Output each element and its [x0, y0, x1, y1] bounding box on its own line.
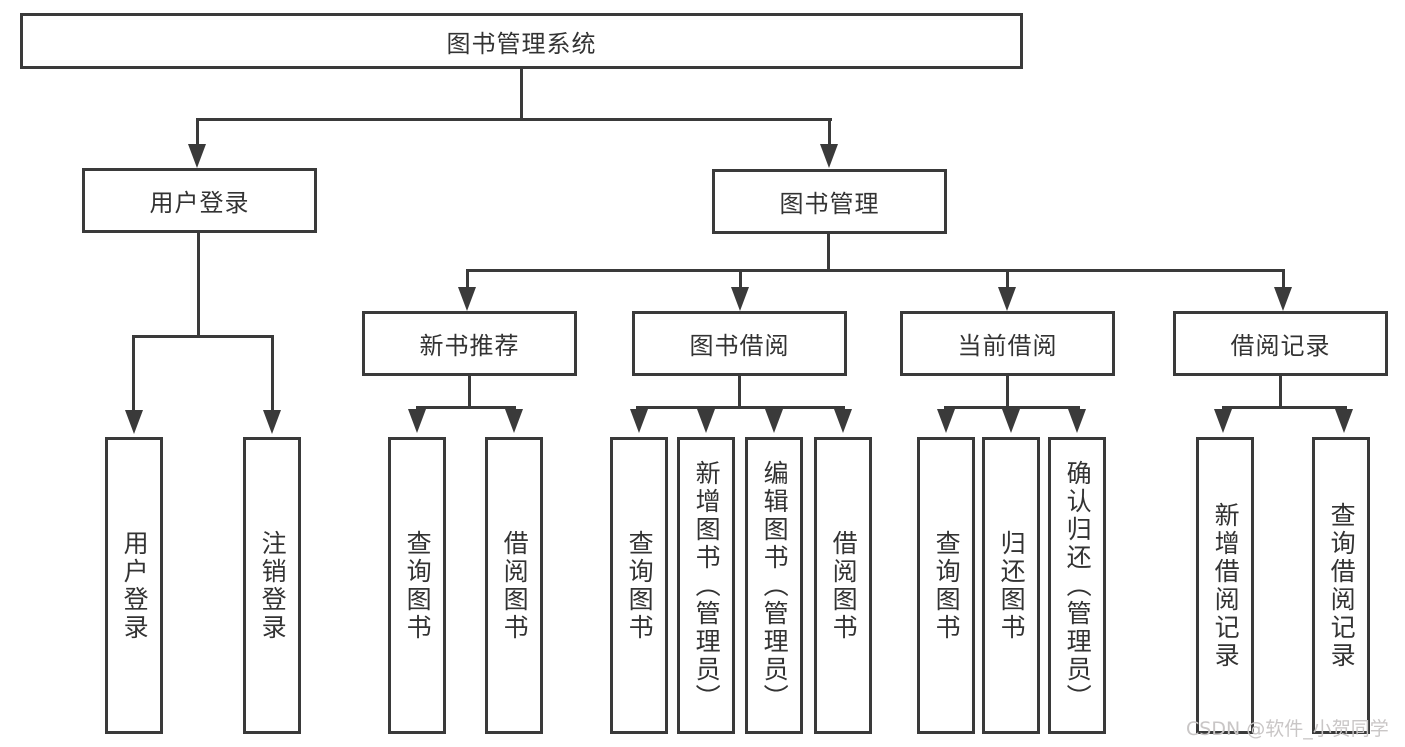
connector-stem-user-login: [196, 118, 199, 148]
arrowhead-group4-leaf2: [1335, 409, 1353, 433]
connector-stem-current-borrow: [1006, 269, 1009, 291]
csdn-watermark: CSDN @软件_小贺同学: [1186, 718, 1389, 740]
node-book-management: 图书管理: [712, 169, 947, 234]
arrowhead-to-leaf-logout: [263, 410, 281, 434]
connector-stem-borrow-record: [1282, 269, 1285, 291]
leaf-borrow-query-book: 查询图书: [610, 437, 668, 734]
leaf-edit-book-admin: 编辑图书（管理员）: [745, 437, 803, 734]
leaf-recommend-query-book: 查询图书: [388, 437, 446, 734]
leaf-recommend-query-book-label: 查询图书: [403, 529, 433, 642]
leaf-confirm-return-admin: 确认归还（管理员）: [1048, 437, 1106, 734]
node-new-book-recommend-label: 新书推荐: [419, 332, 520, 360]
leaf-edit-book-admin-label: 编辑图书（管理员）: [760, 459, 790, 712]
leaf-borrow-query-book-label: 查询图书: [625, 529, 655, 642]
leaf-logout: 注销登录: [243, 437, 301, 734]
connector-group2-horizontal: [636, 406, 845, 409]
node-book-borrow-label: 图书借阅: [689, 332, 790, 360]
arrowhead-group2-leaf2: [697, 409, 715, 433]
connector-group4-horizontal: [1222, 406, 1347, 409]
arrowhead-to-book-management: [820, 144, 838, 168]
node-book-borrow: 图书借阅: [632, 311, 847, 376]
connector-group3-stem: [1006, 376, 1009, 409]
connector-stem-new-book: [466, 269, 469, 291]
leaf-recommend-borrow-book: 借阅图书: [485, 437, 543, 734]
leaf-confirm-return-admin-label: 确认归还（管理员）: [1063, 459, 1093, 712]
node-user-login-label: 用户登录: [149, 189, 250, 217]
connector-group1-stem: [468, 376, 471, 409]
leaf-return-book: 归还图书: [982, 437, 1040, 734]
connector-stem-book-management: [828, 118, 831, 148]
connector-stem-book-borrow: [739, 269, 742, 291]
node-borrow-record-label: 借阅记录: [1230, 332, 1331, 360]
connector-book-management-stem: [827, 234, 830, 272]
arrowhead-group2-leaf4: [834, 409, 852, 433]
arrowhead-group2-leaf3: [765, 409, 783, 433]
node-root: 图书管理系统: [20, 13, 1023, 69]
arrowhead-to-book-borrow: [731, 287, 749, 311]
node-root-label: 图书管理系统: [446, 29, 597, 58]
connector-root-horizontal: [196, 118, 832, 121]
arrowhead-group3-leaf3: [1068, 409, 1086, 433]
arrowhead-group3-leaf2: [1002, 409, 1020, 433]
node-current-borrow: 当前借阅: [900, 311, 1115, 376]
arrowhead-to-user-login: [188, 144, 206, 168]
connector-group3-horizontal: [944, 406, 1080, 409]
leaf-recommend-borrow-book-label: 借阅图书: [500, 529, 530, 642]
arrowhead-to-current-borrow: [998, 287, 1016, 311]
connector-user-login-stem: [197, 233, 200, 337]
connector-stem-leaf-login: [132, 335, 135, 415]
leaf-query-borrow-record-label: 查询借阅记录: [1327, 501, 1357, 670]
connector-user-login-horizontal: [132, 335, 274, 338]
arrowhead-group1-leaf2: [505, 409, 523, 433]
node-user-login: 用户登录: [82, 168, 317, 233]
leaf-current-query-book: 查询图书: [917, 437, 975, 734]
leaf-borrow-book: 借阅图书: [814, 437, 872, 734]
leaf-add-book-admin-label: 新增图书（管理员）: [692, 459, 722, 712]
arrowhead-group4-leaf1: [1214, 409, 1232, 433]
node-new-book-recommend: 新书推荐: [362, 311, 577, 376]
leaf-add-borrow-record: 新增借阅记录: [1196, 437, 1254, 734]
arrowhead-to-leaf-login: [125, 410, 143, 434]
arrowhead-group3-leaf1: [937, 409, 955, 433]
leaf-current-query-book-label: 查询图书: [932, 529, 962, 642]
connector-group4-stem: [1279, 376, 1282, 409]
arrowhead-group2-leaf1: [630, 409, 648, 433]
leaf-return-book-label: 归还图书: [997, 529, 1027, 642]
connector-group1-horizontal: [416, 406, 516, 409]
leaf-query-borrow-record: 查询借阅记录: [1312, 437, 1370, 734]
node-borrow-record: 借阅记录: [1173, 311, 1388, 376]
arrowhead-to-borrow-record: [1274, 287, 1292, 311]
leaf-user-login: 用户登录: [105, 437, 163, 734]
arrowhead-to-new-book: [458, 287, 476, 311]
connector-group2-stem: [738, 376, 741, 409]
leaf-logout-label: 注销登录: [258, 529, 288, 642]
connector-root-stem: [520, 69, 523, 120]
node-book-management-label: 图书管理: [779, 190, 880, 218]
leaf-user-login-label: 用户登录: [120, 529, 150, 642]
leaf-borrow-book-label: 借阅图书: [829, 529, 859, 642]
connector-book-management-horizontal: [466, 269, 1285, 272]
node-current-borrow-label: 当前借阅: [957, 332, 1058, 360]
connector-stem-leaf-logout: [271, 335, 274, 415]
leaf-add-book-admin: 新增图书（管理员）: [677, 437, 735, 734]
arrowhead-group1-leaf1: [408, 409, 426, 433]
leaf-add-borrow-record-label: 新增借阅记录: [1211, 501, 1241, 670]
